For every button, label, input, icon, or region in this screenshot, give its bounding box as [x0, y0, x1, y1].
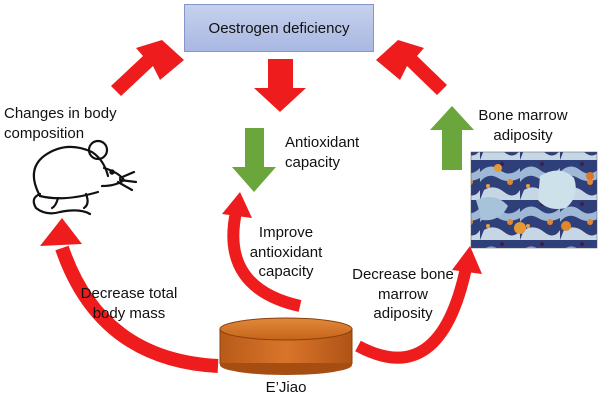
- decrease-body-mass-label: Decrease total body mass: [80, 285, 178, 322]
- ejiao-label: E’Jiao: [265, 379, 307, 396]
- body-composition-label: Changes in body composition: [4, 105, 117, 142]
- mouse-icon: [32, 139, 138, 216]
- bone-marrow-histology-image: [470, 151, 598, 249]
- red-arrow-down: [254, 59, 306, 112]
- red-arrow-left: [111, 40, 184, 96]
- decrease-bone-marrow-label: Decrease bone marrow adiposity: [352, 266, 454, 322]
- green-arrow-up: [430, 106, 474, 170]
- curved-arrow-body-mass: [40, 218, 219, 373]
- bone-marrow-adiposity-label: Bone marrow adiposity: [478, 107, 568, 144]
- improve-antioxidant-label: Improve antioxidant capacity: [249, 224, 323, 280]
- antioxidant-capacity-label: Antioxidant capacity: [285, 134, 360, 171]
- oestrogen-deficiency-box: Oestrogen deficiency: [184, 4, 374, 52]
- curved-arrow-antioxidant: [222, 192, 302, 312]
- red-arrow-right: [376, 40, 447, 95]
- curved-arrow-bone-marrow: [355, 246, 482, 364]
- green-arrow-down: [232, 128, 276, 192]
- ejiao-cylinder: [219, 317, 353, 375]
- oestrogen-deficiency-label: Oestrogen deficiency: [208, 19, 350, 37]
